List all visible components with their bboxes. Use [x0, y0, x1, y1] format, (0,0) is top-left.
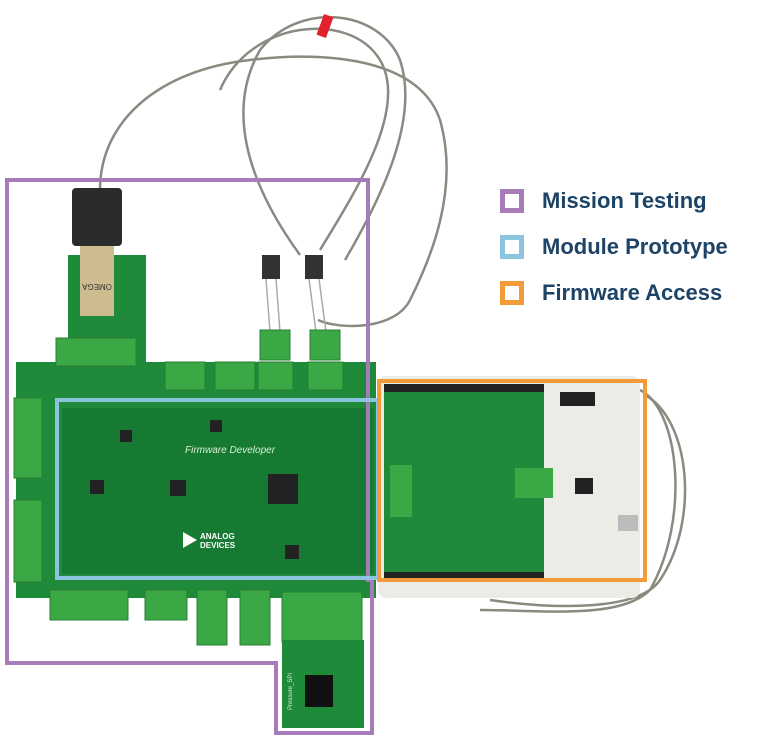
resistor — [262, 255, 280, 279]
header-row — [384, 572, 544, 580]
firmware-access-outline — [377, 379, 647, 582]
legend-item-firmware-access: Firmware Access — [500, 270, 728, 316]
svg-text:DEVICES: DEVICES — [200, 541, 236, 550]
legend-label: Mission Testing — [542, 188, 707, 213]
module-prototype-swatch — [500, 235, 524, 259]
pressure-label: Pressure_SPI — [288, 673, 294, 710]
omega-connector-body — [80, 246, 114, 316]
chip — [575, 478, 593, 494]
header-row — [384, 384, 544, 392]
resistor — [305, 255, 323, 279]
wire-tag — [316, 13, 334, 39]
terminal-blocks — [13, 329, 363, 646]
module-pcb — [62, 408, 374, 574]
legend: Mission Testing Module Prototype Firmwar… — [500, 178, 728, 316]
thermocouple-wire — [98, 15, 687, 613]
chip — [170, 480, 186, 496]
st-link-header — [560, 392, 595, 406]
chip — [90, 480, 104, 494]
terminal-block — [515, 468, 553, 498]
legend-item-module-prototype: Module Prototype — [500, 224, 728, 270]
mission-testing-swatch — [500, 189, 524, 213]
chip — [210, 420, 222, 432]
omega-brand: OMEGA — [81, 282, 111, 291]
legend-item-mission-testing: Mission Testing — [500, 178, 728, 224]
pressure-sensor — [305, 675, 333, 707]
thermocouple-connector — [72, 188, 122, 246]
firmware-developer-silkscreen: Firmware Developer — [185, 445, 276, 456]
legend-label: Module Prototype — [542, 234, 728, 259]
chip — [285, 545, 299, 559]
chip — [120, 430, 132, 442]
terminal-block — [390, 465, 412, 517]
firmware-access-swatch — [500, 281, 524, 305]
mission-testing-outline — [5, 178, 374, 735]
chip — [268, 474, 298, 504]
svg-text:ANALOG: ANALOG — [200, 532, 235, 541]
analog-devices-logo: ANALOG DEVICES — [183, 532, 236, 550]
usb-connector — [618, 515, 638, 531]
legend-label: Firmware Access — [542, 280, 723, 305]
